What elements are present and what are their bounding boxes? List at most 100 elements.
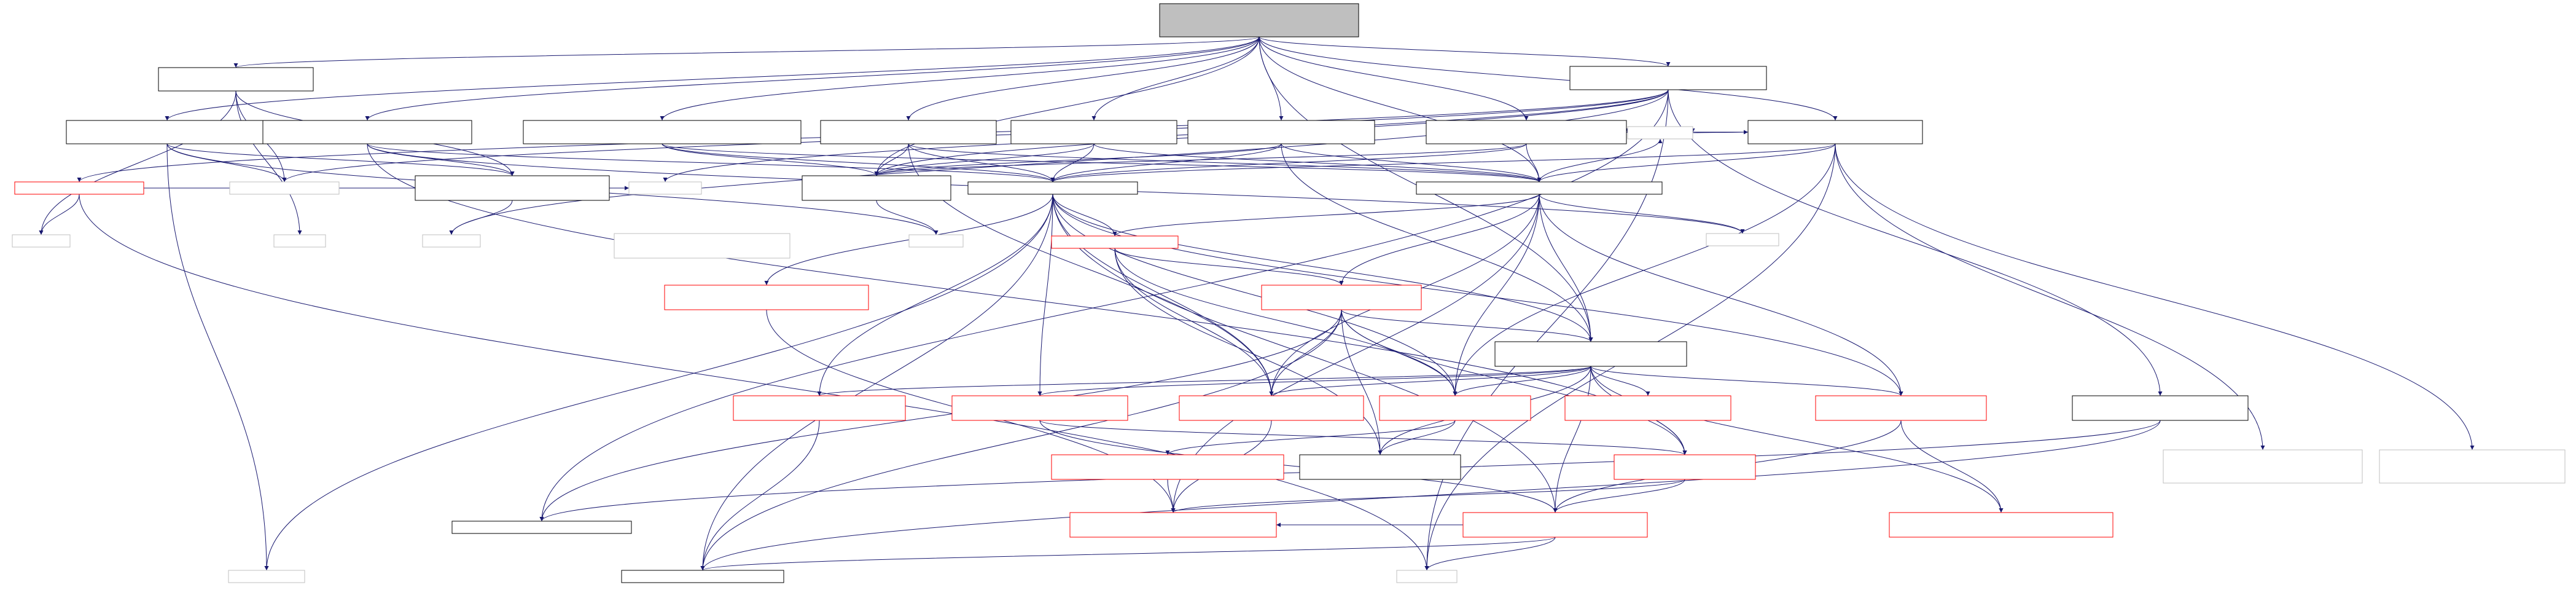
edge-arrow bbox=[1050, 143, 1836, 183]
edge-arrow bbox=[1050, 143, 1282, 183]
graph-node[interactable] bbox=[820, 120, 997, 144]
graph-node[interactable] bbox=[228, 570, 305, 583]
node-box bbox=[12, 234, 71, 248]
graph-node[interactable] bbox=[614, 233, 790, 259]
graph-node[interactable] bbox=[1051, 235, 1179, 249]
edge-arrow bbox=[1590, 366, 2004, 513]
node-box bbox=[1187, 120, 1375, 144]
edge-arrow bbox=[1424, 89, 1669, 571]
graph-node[interactable] bbox=[12, 234, 71, 248]
node-box bbox=[2072, 395, 2249, 421]
edge-arrow bbox=[1112, 194, 1540, 237]
graph-node[interactable] bbox=[1889, 512, 2113, 538]
node-box bbox=[1569, 66, 1767, 90]
edge-arrow bbox=[1114, 248, 1274, 396]
root-node[interactable] bbox=[1159, 3, 1359, 37]
graph-node[interactable] bbox=[621, 570, 784, 583]
graph-node[interactable] bbox=[1010, 120, 1177, 144]
node-box bbox=[908, 234, 964, 248]
graph-node[interactable] bbox=[1627, 126, 1693, 140]
edge-arrow bbox=[1269, 366, 1591, 396]
edge-arrow bbox=[39, 90, 236, 235]
graph-node[interactable] bbox=[1569, 66, 1767, 90]
node-box bbox=[1051, 454, 1284, 480]
graph-node[interactable] bbox=[1051, 454, 1284, 480]
edge-arrow bbox=[876, 200, 939, 235]
graph-node[interactable] bbox=[2379, 449, 2566, 484]
graph-node[interactable] bbox=[733, 395, 906, 421]
graph-node[interactable] bbox=[1614, 454, 1756, 480]
graph-node[interactable] bbox=[628, 181, 702, 195]
edge-arrow bbox=[662, 143, 1055, 183]
edge-arrow bbox=[1339, 194, 1540, 286]
node-box bbox=[1396, 570, 1458, 583]
graph-node[interactable] bbox=[422, 234, 481, 248]
graph-node[interactable] bbox=[1299, 454, 1461, 480]
edge-arrow bbox=[1453, 194, 1540, 396]
edge-arrow bbox=[1269, 309, 1342, 396]
node-box bbox=[967, 181, 1138, 195]
graph-node[interactable] bbox=[451, 521, 632, 534]
graph-node[interactable] bbox=[1426, 120, 1627, 144]
edge-arrow bbox=[166, 143, 287, 183]
graph-node[interactable] bbox=[908, 234, 964, 248]
edge-arrow bbox=[166, 143, 269, 571]
graph-node[interactable] bbox=[1815, 395, 1987, 421]
edge-arrow bbox=[1037, 366, 1591, 396]
edge-arrow bbox=[1050, 143, 1095, 183]
graph-node[interactable] bbox=[1462, 512, 1648, 538]
graph-node[interactable] bbox=[229, 181, 340, 195]
node-box bbox=[523, 120, 802, 144]
edge-arrow bbox=[1424, 537, 1556, 571]
graph-node[interactable] bbox=[1706, 233, 1779, 246]
node-box bbox=[614, 233, 790, 259]
graph-node[interactable] bbox=[664, 285, 869, 310]
graph-node[interactable] bbox=[802, 175, 951, 201]
graph-node[interactable] bbox=[158, 67, 314, 92]
graph-node[interactable] bbox=[1261, 285, 1422, 310]
node-box bbox=[1299, 454, 1461, 480]
node-box bbox=[2379, 449, 2566, 484]
edge-arrow bbox=[39, 194, 80, 235]
graph-node[interactable] bbox=[14, 181, 144, 195]
graph-node[interactable] bbox=[262, 120, 472, 144]
edge-arrow bbox=[234, 36, 1260, 68]
graph-node[interactable] bbox=[1564, 395, 1731, 421]
edge-arrow bbox=[700, 420, 2161, 571]
node-box bbox=[1426, 120, 1627, 144]
graph-node[interactable] bbox=[1379, 395, 1531, 421]
edge-arrow bbox=[817, 366, 1591, 396]
node-box bbox=[1706, 233, 1779, 246]
edge-arrow bbox=[1691, 128, 1749, 133]
graph-node[interactable] bbox=[66, 120, 268, 144]
graph-node[interactable] bbox=[273, 234, 326, 248]
edge-arrow bbox=[367, 143, 1055, 183]
graph-node[interactable] bbox=[1179, 395, 1364, 421]
graph-node[interactable] bbox=[415, 175, 610, 201]
edge-arrow bbox=[1259, 36, 1542, 183]
edge-arrow bbox=[1539, 194, 1745, 234]
graph-node[interactable] bbox=[1494, 341, 1687, 367]
edge-arrow bbox=[700, 537, 1556, 571]
node-box bbox=[1614, 454, 1756, 480]
graph-node[interactable] bbox=[967, 181, 1138, 195]
graph-node[interactable] bbox=[1396, 570, 1458, 583]
graph-node[interactable] bbox=[1069, 512, 1277, 538]
graph-node[interactable] bbox=[523, 120, 802, 144]
edge-arrow bbox=[874, 36, 1260, 176]
graph-node[interactable] bbox=[1747, 120, 1923, 144]
graph-node[interactable] bbox=[1187, 120, 1375, 144]
edge-arrow bbox=[1114, 248, 1383, 455]
node-box bbox=[1379, 395, 1531, 421]
graph-node[interactable] bbox=[951, 395, 1128, 421]
edge-arrow bbox=[1052, 194, 1593, 342]
node-box bbox=[229, 181, 340, 195]
graph-node[interactable] bbox=[2163, 449, 2363, 484]
edge-arrow bbox=[1378, 420, 1456, 455]
edge-arrow bbox=[539, 89, 1669, 522]
edge-arrow bbox=[660, 36, 1260, 121]
edge-arrow bbox=[1341, 309, 1593, 342]
graph-node[interactable] bbox=[2072, 395, 2249, 421]
edge-arrow bbox=[1539, 194, 1903, 396]
graph-node[interactable] bbox=[1416, 181, 1663, 195]
